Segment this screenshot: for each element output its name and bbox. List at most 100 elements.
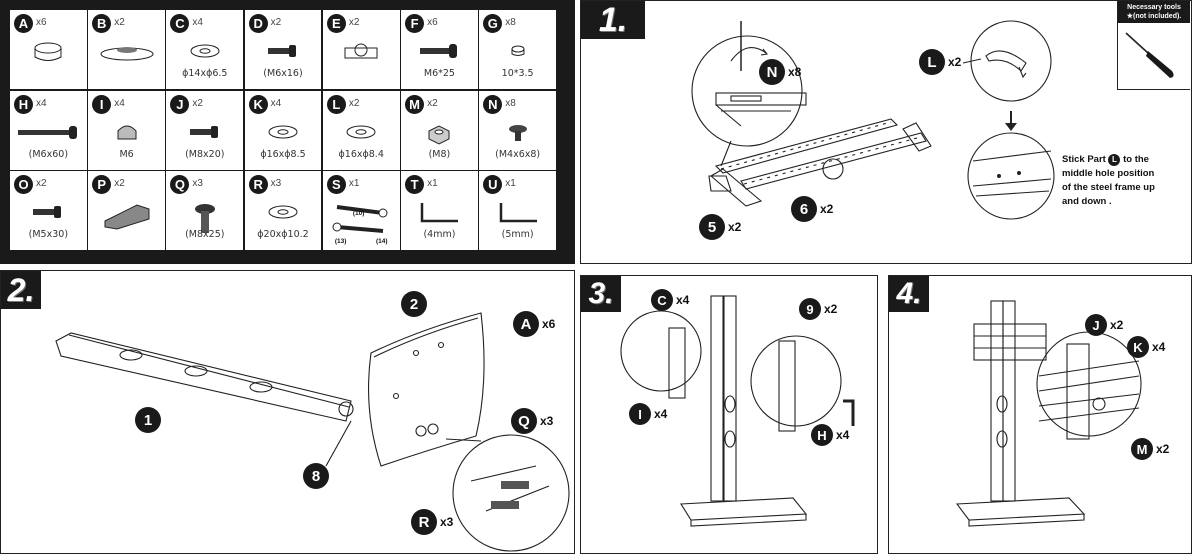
part-letter: D xyxy=(248,14,268,33)
tools-box: Necessary tools ★(not included). xyxy=(1117,1,1190,90)
part-quantity: x1 xyxy=(505,178,516,189)
part-letter: I xyxy=(92,94,112,114)
part-spec: 10*3.5 xyxy=(501,68,534,79)
part-quantity: x2 xyxy=(192,97,203,109)
instruction-part-badge: L xyxy=(1108,154,1121,166)
wrench-size-13: (13) xyxy=(334,238,347,245)
part-letter: B xyxy=(92,14,112,33)
part-quantity: x2 xyxy=(270,17,282,28)
part-spec: (4mm) xyxy=(423,229,456,240)
part-quantity: x2 xyxy=(348,17,360,28)
part-letter: A xyxy=(14,14,33,33)
part-quantity: x1 xyxy=(348,178,360,189)
part-letter: Q xyxy=(170,175,190,194)
part-quantity: x3 xyxy=(270,178,282,189)
part-quantity: x8 xyxy=(505,17,516,28)
part-spec: (M6x60) xyxy=(28,148,69,160)
part-spec: (M5x30) xyxy=(28,229,69,240)
step-3-pole-drawing xyxy=(620,295,855,527)
callout-2: 2 xyxy=(401,291,427,317)
step-4-mount-drawing xyxy=(955,300,1142,527)
wrench-size-10: (10) xyxy=(352,210,365,217)
part-quantity: x2 xyxy=(36,178,47,189)
part-letter: E xyxy=(326,14,346,33)
callout-1: 1 xyxy=(135,407,161,433)
part-spec: (M8x20) xyxy=(185,148,225,160)
tools-note: Necessary tools ★(not included). xyxy=(1118,1,1190,23)
step-2-label: 2. xyxy=(1,271,41,309)
part-quantity: x4 xyxy=(192,17,203,28)
part-letter: C xyxy=(170,14,190,33)
part-spec: M6 xyxy=(119,148,134,160)
part-spec: (M8) xyxy=(428,148,451,160)
part-quantity: x4 xyxy=(36,97,47,109)
part-letter: N xyxy=(483,94,503,114)
step-1-frame-drawing xyxy=(691,20,1055,220)
part-letter: S xyxy=(326,175,346,194)
part-spec: (5mm) xyxy=(501,229,534,240)
part-letter: U xyxy=(483,175,503,194)
part-letter: T xyxy=(405,175,425,194)
part-spec: ɸ14xɸ6.5 xyxy=(182,68,228,79)
part-spec: (M4x6x8) xyxy=(495,148,541,160)
part-quantity: x6 xyxy=(427,17,438,28)
part-quantity: x3 xyxy=(192,178,203,189)
step-2-base-drawing xyxy=(55,312,570,552)
part-spec: ɸ16xɸ8.4 xyxy=(338,148,384,160)
part-quantity: x4 xyxy=(114,97,125,109)
step-4-label: 4. xyxy=(889,276,929,312)
step-1-panel: 1. Necessary tools ★(not included). xyxy=(580,0,1192,264)
part-letter: M xyxy=(405,94,425,114)
part-letter: P xyxy=(92,175,112,194)
part-letter: L xyxy=(326,94,346,114)
part-letter: H xyxy=(14,94,33,114)
part-letter: K xyxy=(248,94,268,114)
part-quantity: x1 xyxy=(427,178,438,189)
part-quantity: x2 xyxy=(348,97,360,109)
part-quantity: x8 xyxy=(505,97,516,109)
part-letter: G xyxy=(483,14,503,33)
step-1-instruction: Stick Part L to the middle hole position… xyxy=(1062,154,1155,207)
part-quantity: x4 xyxy=(270,97,282,109)
part-spec: ɸ20xɸ10.2 xyxy=(257,229,309,240)
part-letter: F xyxy=(405,14,425,33)
part-letter: R xyxy=(248,175,268,194)
step-3-label: 3. xyxy=(581,276,621,312)
screwdriver-icon xyxy=(1125,32,1174,78)
